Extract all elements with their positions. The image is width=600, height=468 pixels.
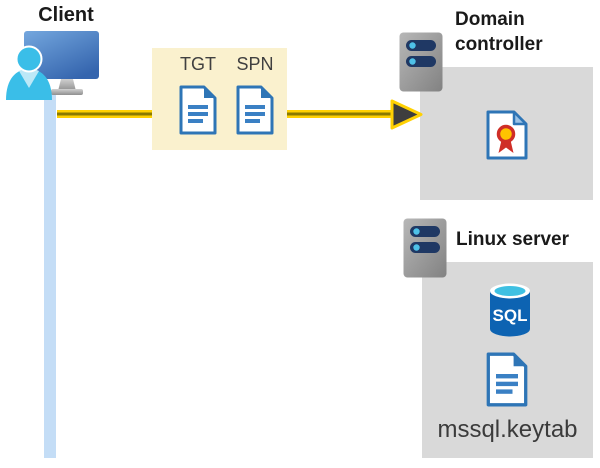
linux-server-title: Linux server	[456, 229, 569, 250]
spn-label: SPN	[236, 54, 274, 74]
domain-controller-server-icon	[399, 32, 443, 92]
person-head	[15, 45, 43, 73]
sql-database-icon: SQL	[490, 283, 530, 337]
client-timeline-connector	[44, 92, 56, 458]
spn-document-icon	[236, 85, 274, 135]
person-vneck	[19, 68, 39, 88]
sql-text: SQL	[493, 306, 528, 325]
certificate-icon	[486, 110, 528, 160]
client-user-workstation-icon	[6, 31, 99, 100]
linux-server-icon	[403, 218, 447, 278]
tgt-document-icon	[179, 85, 217, 135]
monitor-icon	[24, 31, 99, 79]
monitor-stand	[58, 79, 76, 91]
keytab-document-icon	[486, 352, 528, 407]
tgt-label: TGT	[180, 54, 216, 74]
domain-controller-title: Domain controller	[455, 9, 543, 55]
client-title: Client	[38, 4, 94, 26]
keytab-filename: mssql.keytab	[437, 416, 578, 443]
ticket-box: TGT SPN	[152, 48, 287, 150]
rosette	[496, 124, 516, 144]
